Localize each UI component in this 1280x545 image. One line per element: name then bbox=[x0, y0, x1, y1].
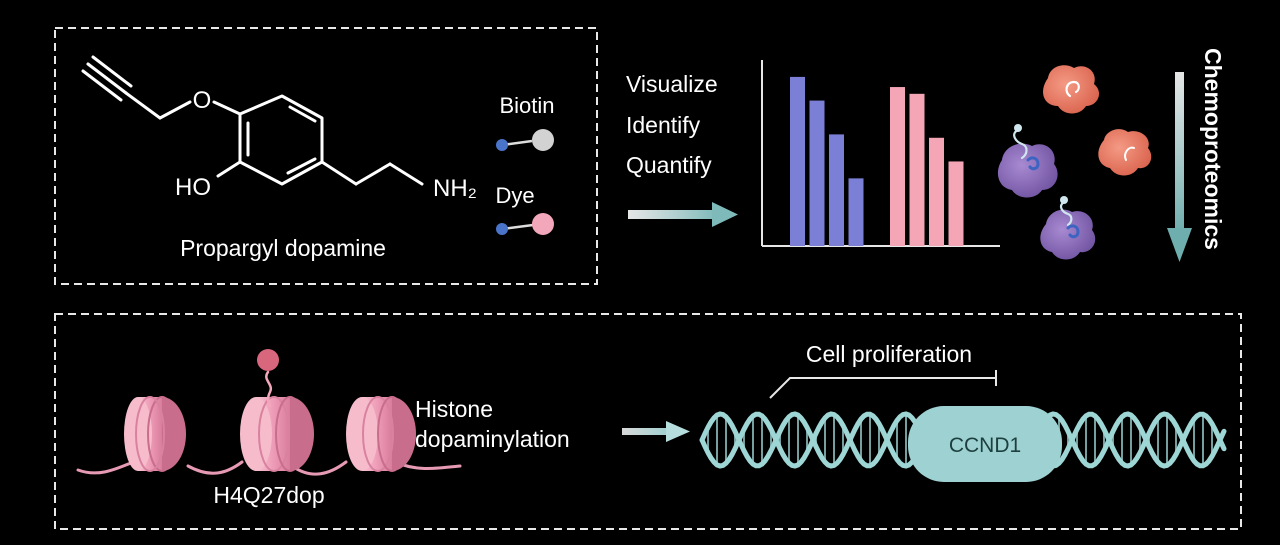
flow-arrow-to-dna bbox=[622, 421, 690, 442]
protein-cluster bbox=[997, 65, 1152, 260]
bar-series2-2 bbox=[909, 93, 925, 247]
step-quantify: Quantify bbox=[626, 152, 712, 178]
bar-series2-3 bbox=[929, 137, 944, 246]
step-identify: Identify bbox=[626, 112, 701, 138]
dye-label: Dye bbox=[495, 183, 534, 208]
bar-series1-4 bbox=[848, 178, 864, 246]
purple-protein-left bbox=[997, 143, 1058, 198]
chromatin-strand bbox=[76, 458, 462, 476]
bar-series1-2 bbox=[809, 100, 825, 246]
bar-series2-4 bbox=[948, 161, 964, 246]
biotin-probe-icon bbox=[496, 129, 554, 151]
oxygen-atom-label: O bbox=[193, 87, 212, 114]
bar-series2-1 bbox=[890, 87, 905, 247]
histone-panel-frame bbox=[54, 313, 1242, 530]
chemoproteomics-label: Chemoproteomics bbox=[1200, 48, 1226, 250]
histone-process-label: Histone dopaminylation bbox=[415, 396, 570, 452]
biotin-label: Biotin bbox=[499, 93, 554, 118]
ccnd1-gene-box bbox=[908, 406, 1062, 482]
nucleosome-2 bbox=[240, 396, 314, 472]
molecule-name: Propargyl dopamine bbox=[180, 235, 386, 261]
bar-chart bbox=[761, 60, 1000, 247]
orange-protein-top bbox=[1043, 65, 1100, 114]
dye-probe-icon bbox=[496, 213, 554, 235]
molecule-panel-frame bbox=[54, 27, 598, 285]
step-visualize: Visualize bbox=[626, 71, 718, 97]
nucleosome-1 bbox=[124, 396, 186, 472]
histone-mark-label: H4Q27dop bbox=[213, 482, 324, 508]
flow-arrow-to-chart bbox=[628, 202, 738, 227]
proliferation-bracket bbox=[769, 370, 997, 399]
bar-series1-1 bbox=[790, 76, 805, 246]
amine-label: NH₂ bbox=[433, 175, 477, 202]
ccnd1-label: CCND1 bbox=[949, 434, 1021, 457]
chemoproteomics-arrow bbox=[1167, 72, 1192, 262]
bar-series1-3 bbox=[829, 134, 844, 246]
dopamine-mark-icon bbox=[257, 349, 279, 408]
nucleosome-3 bbox=[346, 396, 416, 472]
hydroxyl-label: HO bbox=[175, 174, 211, 201]
propargyl-dopamine-structure bbox=[81, 55, 424, 186]
purple-protein-bottom bbox=[1040, 209, 1096, 260]
cell-proliferation-label: Cell proliferation bbox=[806, 341, 972, 367]
